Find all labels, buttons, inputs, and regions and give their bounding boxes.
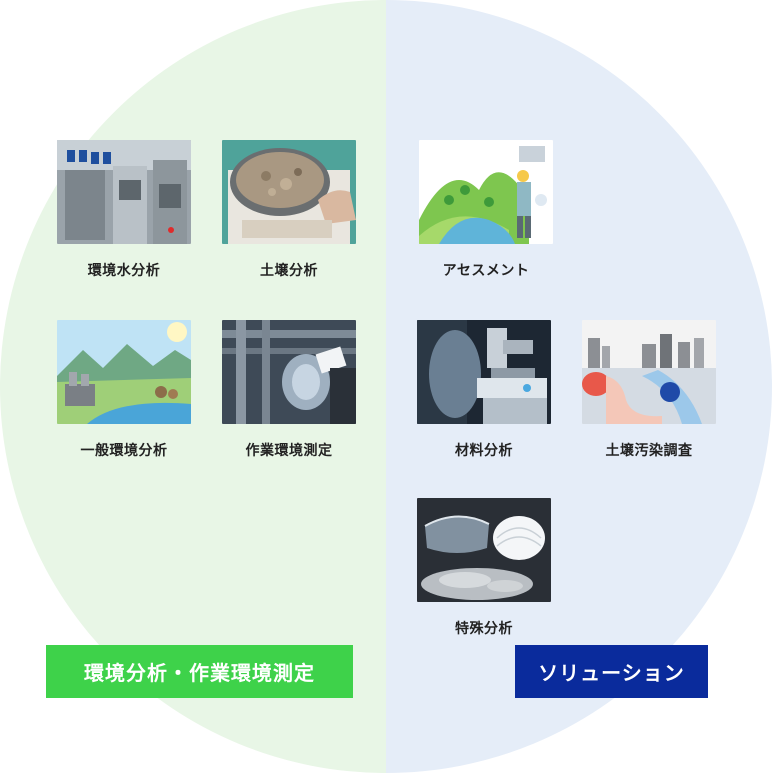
tile-material-analysis[interactable]: 材料分析 bbox=[417, 320, 551, 460]
soil-contamination-diagram-image bbox=[582, 320, 716, 424]
solutions-banner[interactable]: ソリューション bbox=[515, 645, 708, 698]
tile-water-analysis[interactable]: 環境水分析 bbox=[57, 140, 191, 280]
tile-general-environment[interactable]: 一般環境分析 bbox=[57, 320, 191, 460]
tile-label: 作業環境測定 bbox=[245, 443, 333, 459]
tile-label: 特殊分析 bbox=[455, 621, 513, 637]
assessment-illustration-image bbox=[419, 140, 553, 244]
tile-workplace-measurement[interactable]: 作業環境測定 bbox=[222, 320, 356, 460]
tile-soil-analysis[interactable]: 土壌分析 bbox=[222, 140, 356, 280]
microscope-image bbox=[417, 320, 551, 424]
factory-measurement-image bbox=[222, 320, 356, 424]
tile-label: 土壌汚染調査 bbox=[605, 443, 693, 459]
goggles-mask-asbestos-image bbox=[417, 498, 551, 602]
environment-landscape-image bbox=[57, 320, 191, 424]
tile-assessment[interactable]: アセスメント bbox=[419, 140, 553, 280]
soil-sample-image bbox=[222, 140, 356, 244]
tile-label: 材料分析 bbox=[455, 443, 513, 459]
tile-label: 環境水分析 bbox=[87, 263, 161, 279]
water-analysis-lab-image bbox=[57, 140, 191, 244]
tile-special-analysis[interactable]: 特殊分析 bbox=[417, 498, 551, 638]
tile-label: 土壌分析 bbox=[260, 263, 318, 279]
tile-label: アセスメント bbox=[442, 263, 530, 279]
tile-label: 一般環境分析 bbox=[80, 443, 168, 459]
environmental-analysis-banner[interactable]: 環境分析・作業環境測定 bbox=[46, 645, 353, 698]
tile-soil-contamination[interactable]: 土壌汚染調査 bbox=[582, 320, 716, 460]
